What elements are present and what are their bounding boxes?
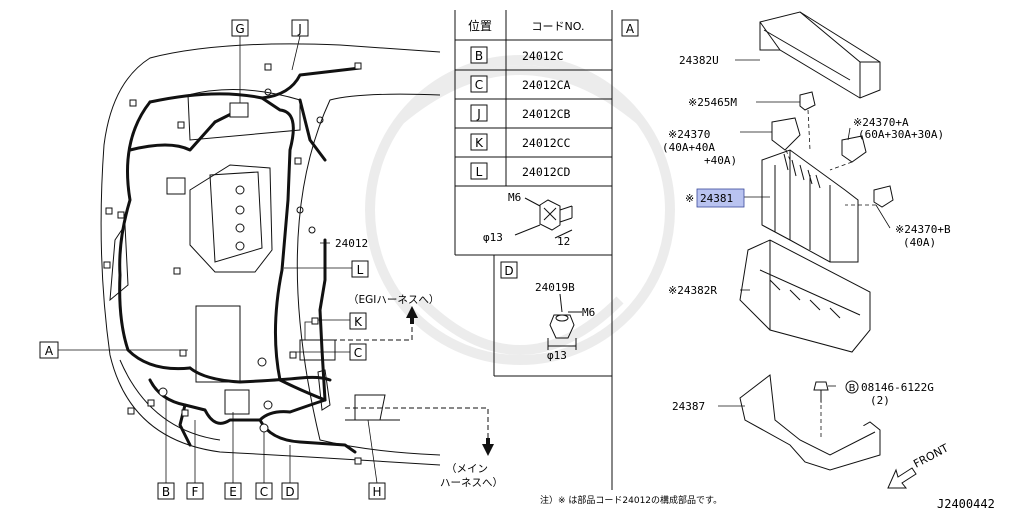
arrow-heads	[406, 306, 494, 456]
svg-text:L: L	[357, 263, 364, 277]
table-row: L 24012CD	[470, 162, 571, 180]
detail-d-tag: D	[500, 261, 518, 279]
callout-f: F	[186, 482, 204, 500]
svg-text:J: J	[297, 22, 302, 36]
table-row: J 24012CB	[470, 104, 571, 122]
label-bolt-qty: (2)	[870, 394, 890, 407]
front-label: FRONT	[911, 441, 951, 470]
diagram-id: J2400442	[937, 497, 995, 510]
callout-a: A	[39, 341, 59, 359]
label-24381-mark: ※	[685, 192, 694, 205]
callout-e: E	[224, 482, 242, 500]
svg-text:K: K	[354, 315, 363, 329]
label-24387: 24387	[672, 400, 705, 413]
label-24382u: 24382U	[679, 54, 719, 67]
label-24370-2: (40A+40A	[662, 141, 715, 154]
nut-icon	[547, 293, 582, 350]
table-row: C 24012CA	[470, 75, 571, 93]
part-leaders	[718, 59, 891, 407]
detail-a-tag: A	[621, 19, 639, 37]
svg-text:K: K	[475, 136, 484, 150]
svg-text:D: D	[285, 485, 294, 499]
svg-text:F: F	[192, 485, 199, 499]
svg-text:H: H	[372, 485, 381, 499]
callout-c-upper: C	[349, 343, 367, 361]
detail-d-part: 24019B	[535, 281, 575, 294]
svg-text:24012CB: 24012CB	[522, 107, 571, 121]
label-08146: 08146-6122G	[861, 381, 934, 394]
label-24381: 24381	[700, 192, 733, 205]
svg-text:G: G	[235, 22, 244, 36]
callout-j: J	[291, 19, 309, 37]
svg-text:24012CD: 24012CD	[522, 165, 571, 179]
bolt-length: 12	[557, 235, 570, 248]
label-24370a-1: ※24370+A	[853, 116, 909, 129]
svg-text:B: B	[475, 49, 483, 63]
svg-text:24012CA: 24012CA	[522, 78, 571, 92]
label-24382r: ※24382R	[668, 284, 717, 297]
bolt-b-letter: B	[849, 383, 856, 394]
callout-c-lower: C	[255, 482, 273, 500]
svg-text:C: C	[475, 78, 483, 92]
label-25465m: ※25465M	[688, 96, 737, 109]
callout-g: G	[231, 19, 249, 37]
main-harness-note-2: ハーネスへ）	[440, 477, 503, 489]
fuse-dash-leaders	[785, 109, 876, 440]
svg-text:C: C	[354, 346, 362, 360]
highlight-24381	[696, 188, 745, 208]
code-table	[454, 10, 613, 490]
detail-d-diameter: φ13	[547, 349, 567, 362]
connectors	[103, 62, 362, 465]
harness-part-label: 24012	[335, 237, 368, 250]
svg-text:24012CC: 24012CC	[522, 136, 571, 150]
main-harness-note-1: （メイン	[446, 463, 488, 475]
footnote: 注）※ は部品コード24012の構成部品です。	[540, 494, 722, 506]
svg-text:J: J	[476, 107, 481, 121]
svg-text:B: B	[162, 485, 170, 499]
svg-text:A: A	[45, 344, 54, 358]
table-row: K 24012CC	[470, 133, 571, 151]
front-arrow-icon	[887, 467, 917, 489]
svg-text:24012C: 24012C	[522, 49, 564, 63]
label-24370-1: ※24370	[668, 128, 710, 141]
label-24370-3: +40A)	[704, 154, 737, 167]
svg-text:C: C	[260, 485, 268, 499]
svg-text:A: A	[626, 22, 635, 36]
label-24370a-2: (60A+30A+30A)	[858, 128, 944, 141]
callout-k: K	[349, 312, 367, 330]
bolt-b-circle	[845, 380, 859, 394]
callout-d: D	[281, 482, 299, 500]
bolt-thread: M6	[508, 191, 521, 204]
fuse-box-drawing	[739, 11, 894, 471]
bolt-detail	[514, 197, 573, 239]
svg-text:L: L	[476, 165, 483, 179]
table-header-position: 位置	[468, 18, 492, 33]
svg-text:E: E	[229, 485, 237, 499]
bolt-diameter: φ13	[483, 231, 503, 244]
table-row: B 24012C	[470, 46, 564, 64]
callout-b: B	[157, 482, 175, 500]
callout-l: L	[351, 260, 369, 278]
svg-text:D: D	[504, 264, 513, 278]
egi-harness-note: （EGIハーネスへ）	[348, 294, 439, 306]
label-24370b-1: ※24370+B	[895, 223, 951, 236]
callout-leaders	[58, 35, 378, 484]
wire-harness	[118, 66, 362, 454]
detail-d-thread: M6	[582, 306, 595, 319]
table-header-code: コードNO.	[532, 20, 585, 33]
callout-h: H	[368, 482, 386, 500]
label-24370b-2: (40A)	[903, 236, 936, 249]
